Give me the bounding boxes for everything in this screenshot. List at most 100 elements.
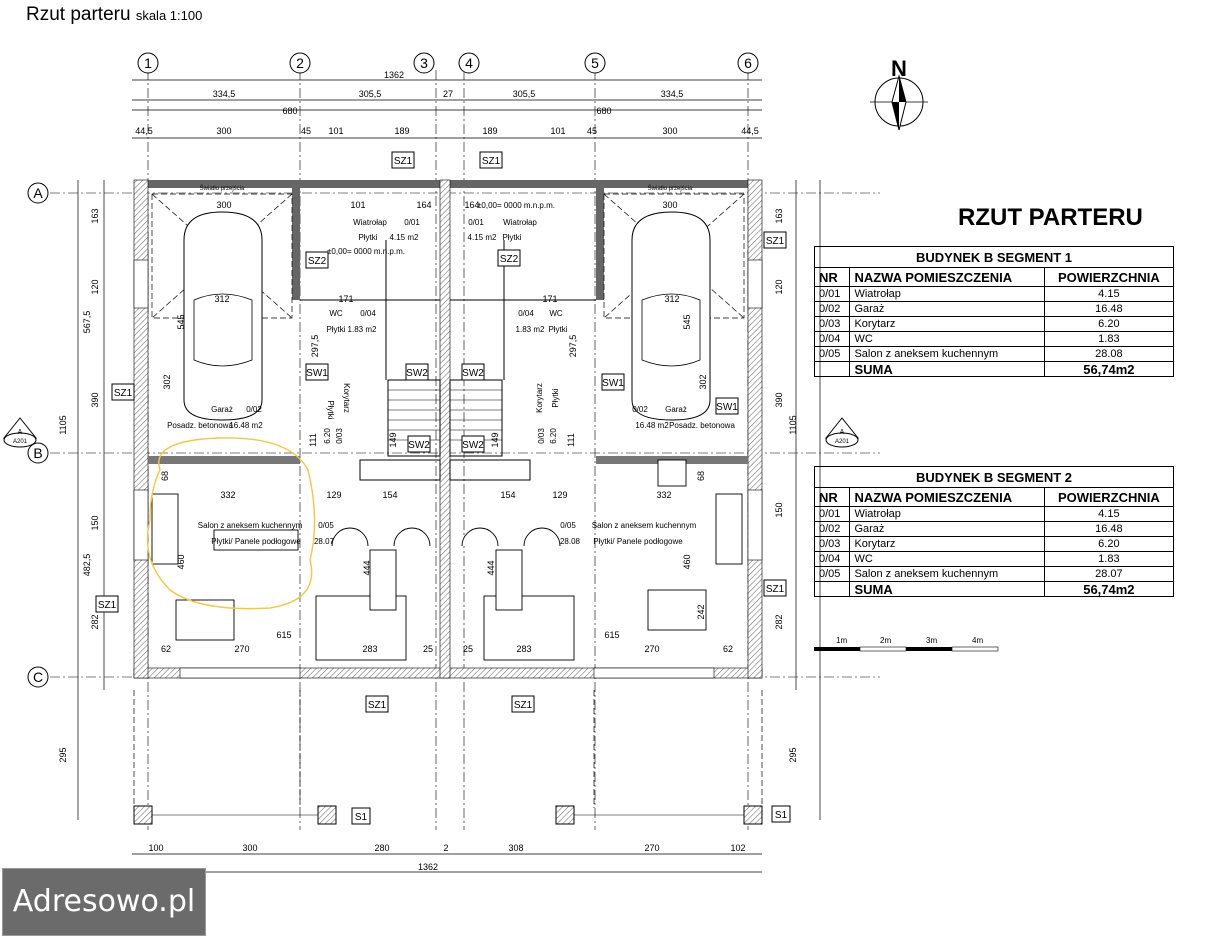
dim-right-4: 1105 [788, 415, 798, 434]
tag-sz1-top-l: SZ1 [394, 156, 413, 167]
tag-s1-r: S1 [775, 810, 788, 821]
label-r03-r: 0/03 [537, 428, 546, 444]
label-korytarz-l: Korytarz [342, 383, 351, 413]
label-wiatrolap-l: Wiatrołap [353, 218, 387, 227]
axis-5-label: 5 [591, 55, 599, 71]
label-d312-r: 312 [664, 294, 679, 304]
label-r04-l: 0/04 [360, 309, 376, 318]
label-r03-l: 0/03 [335, 428, 344, 444]
garage-left [151, 193, 293, 421]
page-title: Rzut parteru skala 1:100 [26, 4, 202, 26]
cell-area: 16.48 [1043, 301, 1175, 317]
kitchen-counter-right [715, 493, 743, 565]
label-d25-l: 25 [423, 644, 433, 654]
dim-left-6: 150 [90, 515, 100, 530]
label-d615-r: 615 [604, 630, 619, 640]
garage-right [603, 193, 745, 421]
row-axes: A B C [27, 182, 49, 688]
sum-value: 56,74m2 [1043, 581, 1175, 597]
room-table-segment-1: BUDYNEK B SEGMENT 1 NR NAZWA POMIESZCZEN… [813, 246, 1175, 377]
label-d164-r: 164 [464, 200, 479, 210]
label-d111-l: 111 [308, 433, 318, 447]
cell-name: Salon z aneksem kuchennym [849, 346, 1045, 362]
dim-right-7: 295 [788, 747, 798, 762]
label-d444-l: 444 [362, 560, 372, 575]
label-wiatrolap-r: Wiatrołap [503, 218, 537, 227]
section-right-letter: A [840, 429, 845, 436]
cell-name: Korytarz [849, 316, 1045, 332]
tag-sz1-left-bottom: SZ1 [98, 600, 117, 611]
label-garaz-l: Garaż [211, 405, 233, 414]
axis-6-label: 6 [744, 55, 752, 71]
label-d615-l: 615 [276, 630, 291, 640]
dim-bottom-4: 2 [443, 843, 448, 853]
top-dimensions [132, 79, 762, 139]
page-title-text: Rzut parteru [26, 4, 131, 25]
tag-sw1-r: SW1 [602, 378, 624, 389]
dim-bottom-1: 100 [148, 843, 163, 853]
tag-sw1-l: SW1 [306, 368, 328, 379]
label-plytki-kor-l: Płytki [326, 400, 335, 419]
cell-area: 6.20 [1043, 316, 1175, 332]
dim-top-2: 305,5 [359, 89, 382, 99]
dim-right-2: 120 [774, 279, 784, 294]
watermark-logo[interactable]: Adresowo.pl [2, 868, 206, 936]
dim-overall: 1362 [384, 70, 404, 80]
dim-bottom-total: 1362 [418, 862, 438, 872]
section-left-letter: A [18, 429, 23, 436]
kitchen-counter-left [151, 493, 179, 565]
dim-left-2: 120 [90, 279, 100, 294]
dim-top-3: 27 [443, 89, 453, 99]
label-d283-r: 283 [516, 644, 531, 654]
cell-name: Salon z aneksem kuchennym [849, 566, 1045, 582]
tag-sz1-top-r: SZ1 [482, 156, 501, 167]
label-wc-l: WC [329, 309, 343, 318]
label-d154-l: 154 [382, 490, 397, 500]
cell-nr: 0/05 [813, 346, 851, 362]
table-title: BUDYNEK B SEGMENT 1 [814, 246, 1174, 268]
label-r01-r: 0/01 [468, 218, 484, 227]
label-d68-l: 68 [160, 471, 170, 481]
cell-name: WC [849, 551, 1045, 567]
cell-nr: 0/02 [813, 521, 851, 537]
coffee-table-right [495, 549, 523, 611]
dim-left-5: 1105 [58, 415, 68, 434]
dim-r3-9: 300 [662, 126, 677, 136]
label-r01-l: 0/01 [404, 218, 420, 227]
label-d62-l: 62 [161, 644, 171, 654]
dim-top-1: 334,5 [213, 89, 236, 99]
section-markers: A A201 A A201 [2, 417, 860, 448]
dim-r3-7: 101 [550, 126, 565, 136]
label-plytki-wc-l: Płytki [326, 325, 345, 334]
label-d302-r: 302 [698, 374, 708, 389]
label-d545-r: 545 [682, 314, 692, 329]
dim-r3-5: 189 [394, 126, 409, 136]
label-d332-r: 332 [656, 490, 671, 500]
armchair-icon [331, 527, 369, 547]
dim-r3-10: 44,5 [741, 126, 759, 136]
dining-table-left [175, 599, 235, 641]
room-table-segment-2: BUDYNEK B SEGMENT 2 NR NAZWA POMIESZCZEN… [813, 466, 1175, 597]
dim-right-6: 282 [774, 614, 784, 629]
cell-nr: 0/02 [813, 301, 851, 317]
axis-2-label: 2 [296, 55, 304, 71]
label-a05-r: 28.08 [560, 537, 581, 546]
label-r02-r: 0/02 [632, 405, 648, 414]
label-posadzka-l: Posadz. betonowa [167, 421, 233, 430]
dim-top-4: 305,5 [513, 89, 536, 99]
axis-3-label: 3 [420, 55, 428, 71]
sum-label: SUMA [849, 581, 1045, 597]
label-d154-r: 154 [500, 490, 515, 500]
armchair-icon [461, 527, 499, 547]
carport [133, 690, 763, 808]
label-d300-gl: 300 [216, 200, 231, 210]
label-d297-r: 297,5 [568, 335, 578, 358]
label-korytarz-r: Korytarz [535, 383, 544, 413]
dim-left-3: 567,5 [82, 311, 92, 334]
